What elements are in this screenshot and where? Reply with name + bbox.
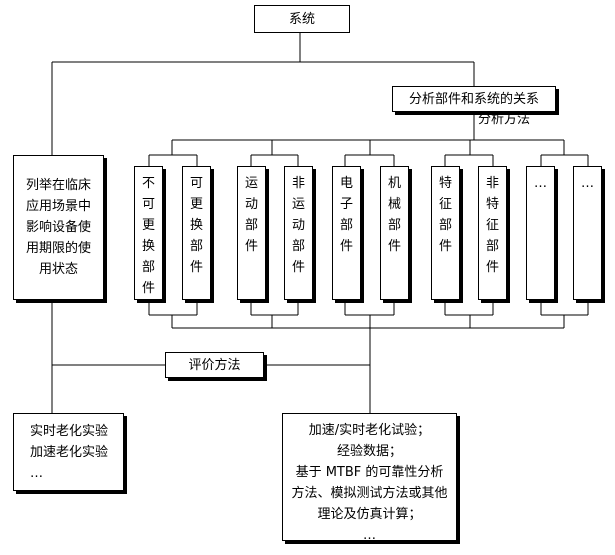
category-label: …	[581, 176, 594, 191]
category-label: 电 子 部 件	[339, 176, 353, 254]
root-label: 系统	[288, 11, 315, 27]
category-box: 可 更 换 部 件	[182, 166, 211, 300]
category-box: 运 动 部 件	[237, 166, 266, 300]
left-methods-text: 实时老化实验 加速老化实验 …	[30, 424, 109, 481]
right-methods-node: 加速/实时老化试验； 经验数据； 基于 MTBF 的可靠性分析 方法、模拟测试方…	[282, 413, 457, 543]
evaluation-node: 评价方法	[165, 352, 264, 378]
category-box: …	[573, 166, 602, 300]
category-box: 不 可 更 换 部 件	[134, 166, 163, 300]
category-box: 非 运 动 部 件	[284, 166, 313, 300]
category-box: …	[526, 166, 555, 300]
relation-node: 分析部件和系统的关系	[392, 86, 556, 112]
category-box: 电 子 部 件	[332, 166, 361, 300]
right-methods-text: 加速/实时老化试验； 经验数据； 基于 MTBF 的可靠性分析 方法、模拟测试方…	[291, 423, 448, 543]
category-label: 非 运 动 部 件	[291, 176, 305, 275]
category-label: 不 可 更 换 部 件	[141, 176, 155, 296]
category-box: 特 征 部 件	[431, 166, 460, 300]
category-label: 非 特 征 部 件	[485, 176, 499, 275]
scenario-node: 列举在临床 应用场景中 影响设备使 用期限的使 用状态	[13, 155, 104, 300]
relation-label: 分析部件和系统的关系	[408, 91, 539, 107]
category-label: 运 动 部 件	[244, 176, 258, 254]
root-node: 系统	[254, 5, 350, 33]
category-label: …	[534, 176, 547, 191]
category-label: 特 征 部 件	[438, 176, 452, 254]
analysis-method-label: 分析方法	[478, 112, 531, 127]
evaluation-label: 评价方法	[188, 357, 241, 373]
category-box: 非 特 征 部 件	[478, 166, 507, 300]
category-box: 机 械 部 件	[380, 166, 409, 300]
category-label: 机 械 部 件	[387, 176, 401, 254]
scenario-label: 列举在临床 应用场景中 影响设备使 用期限的使 用状态	[25, 178, 91, 277]
left-methods-node: 实时老化实验 加速老化实验 …	[13, 413, 124, 491]
category-label: 可 更 换 部 件	[189, 176, 203, 275]
